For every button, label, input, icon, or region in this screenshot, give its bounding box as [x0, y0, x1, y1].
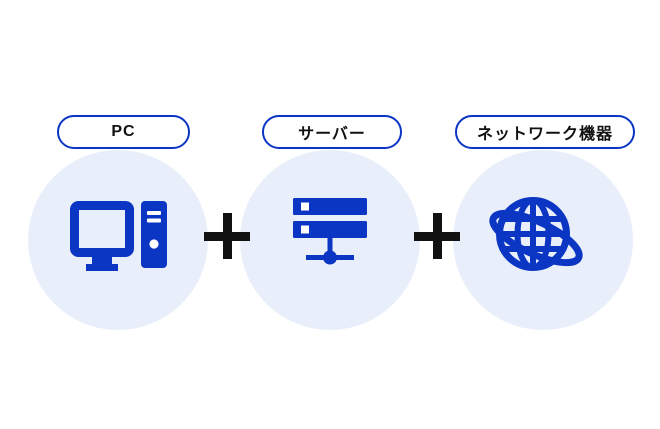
pc-label: PC	[111, 123, 136, 140]
network-globe-icon	[489, 197, 583, 271]
desktop-pc-icon	[70, 201, 167, 271]
network-label: ネットワーク機器	[476, 126, 613, 143]
pc-circle-background	[28, 150, 208, 330]
server-icon	[293, 198, 367, 265]
server-label-badge: サーバー	[262, 115, 402, 149]
server-label: サーバー	[298, 126, 366, 143]
network-circle-background	[453, 150, 633, 330]
plus-icon	[204, 213, 250, 259]
pc-label-badge: PC	[57, 115, 190, 149]
network-label-badge: ネットワーク機器	[455, 115, 635, 149]
plus-icon	[414, 213, 460, 259]
